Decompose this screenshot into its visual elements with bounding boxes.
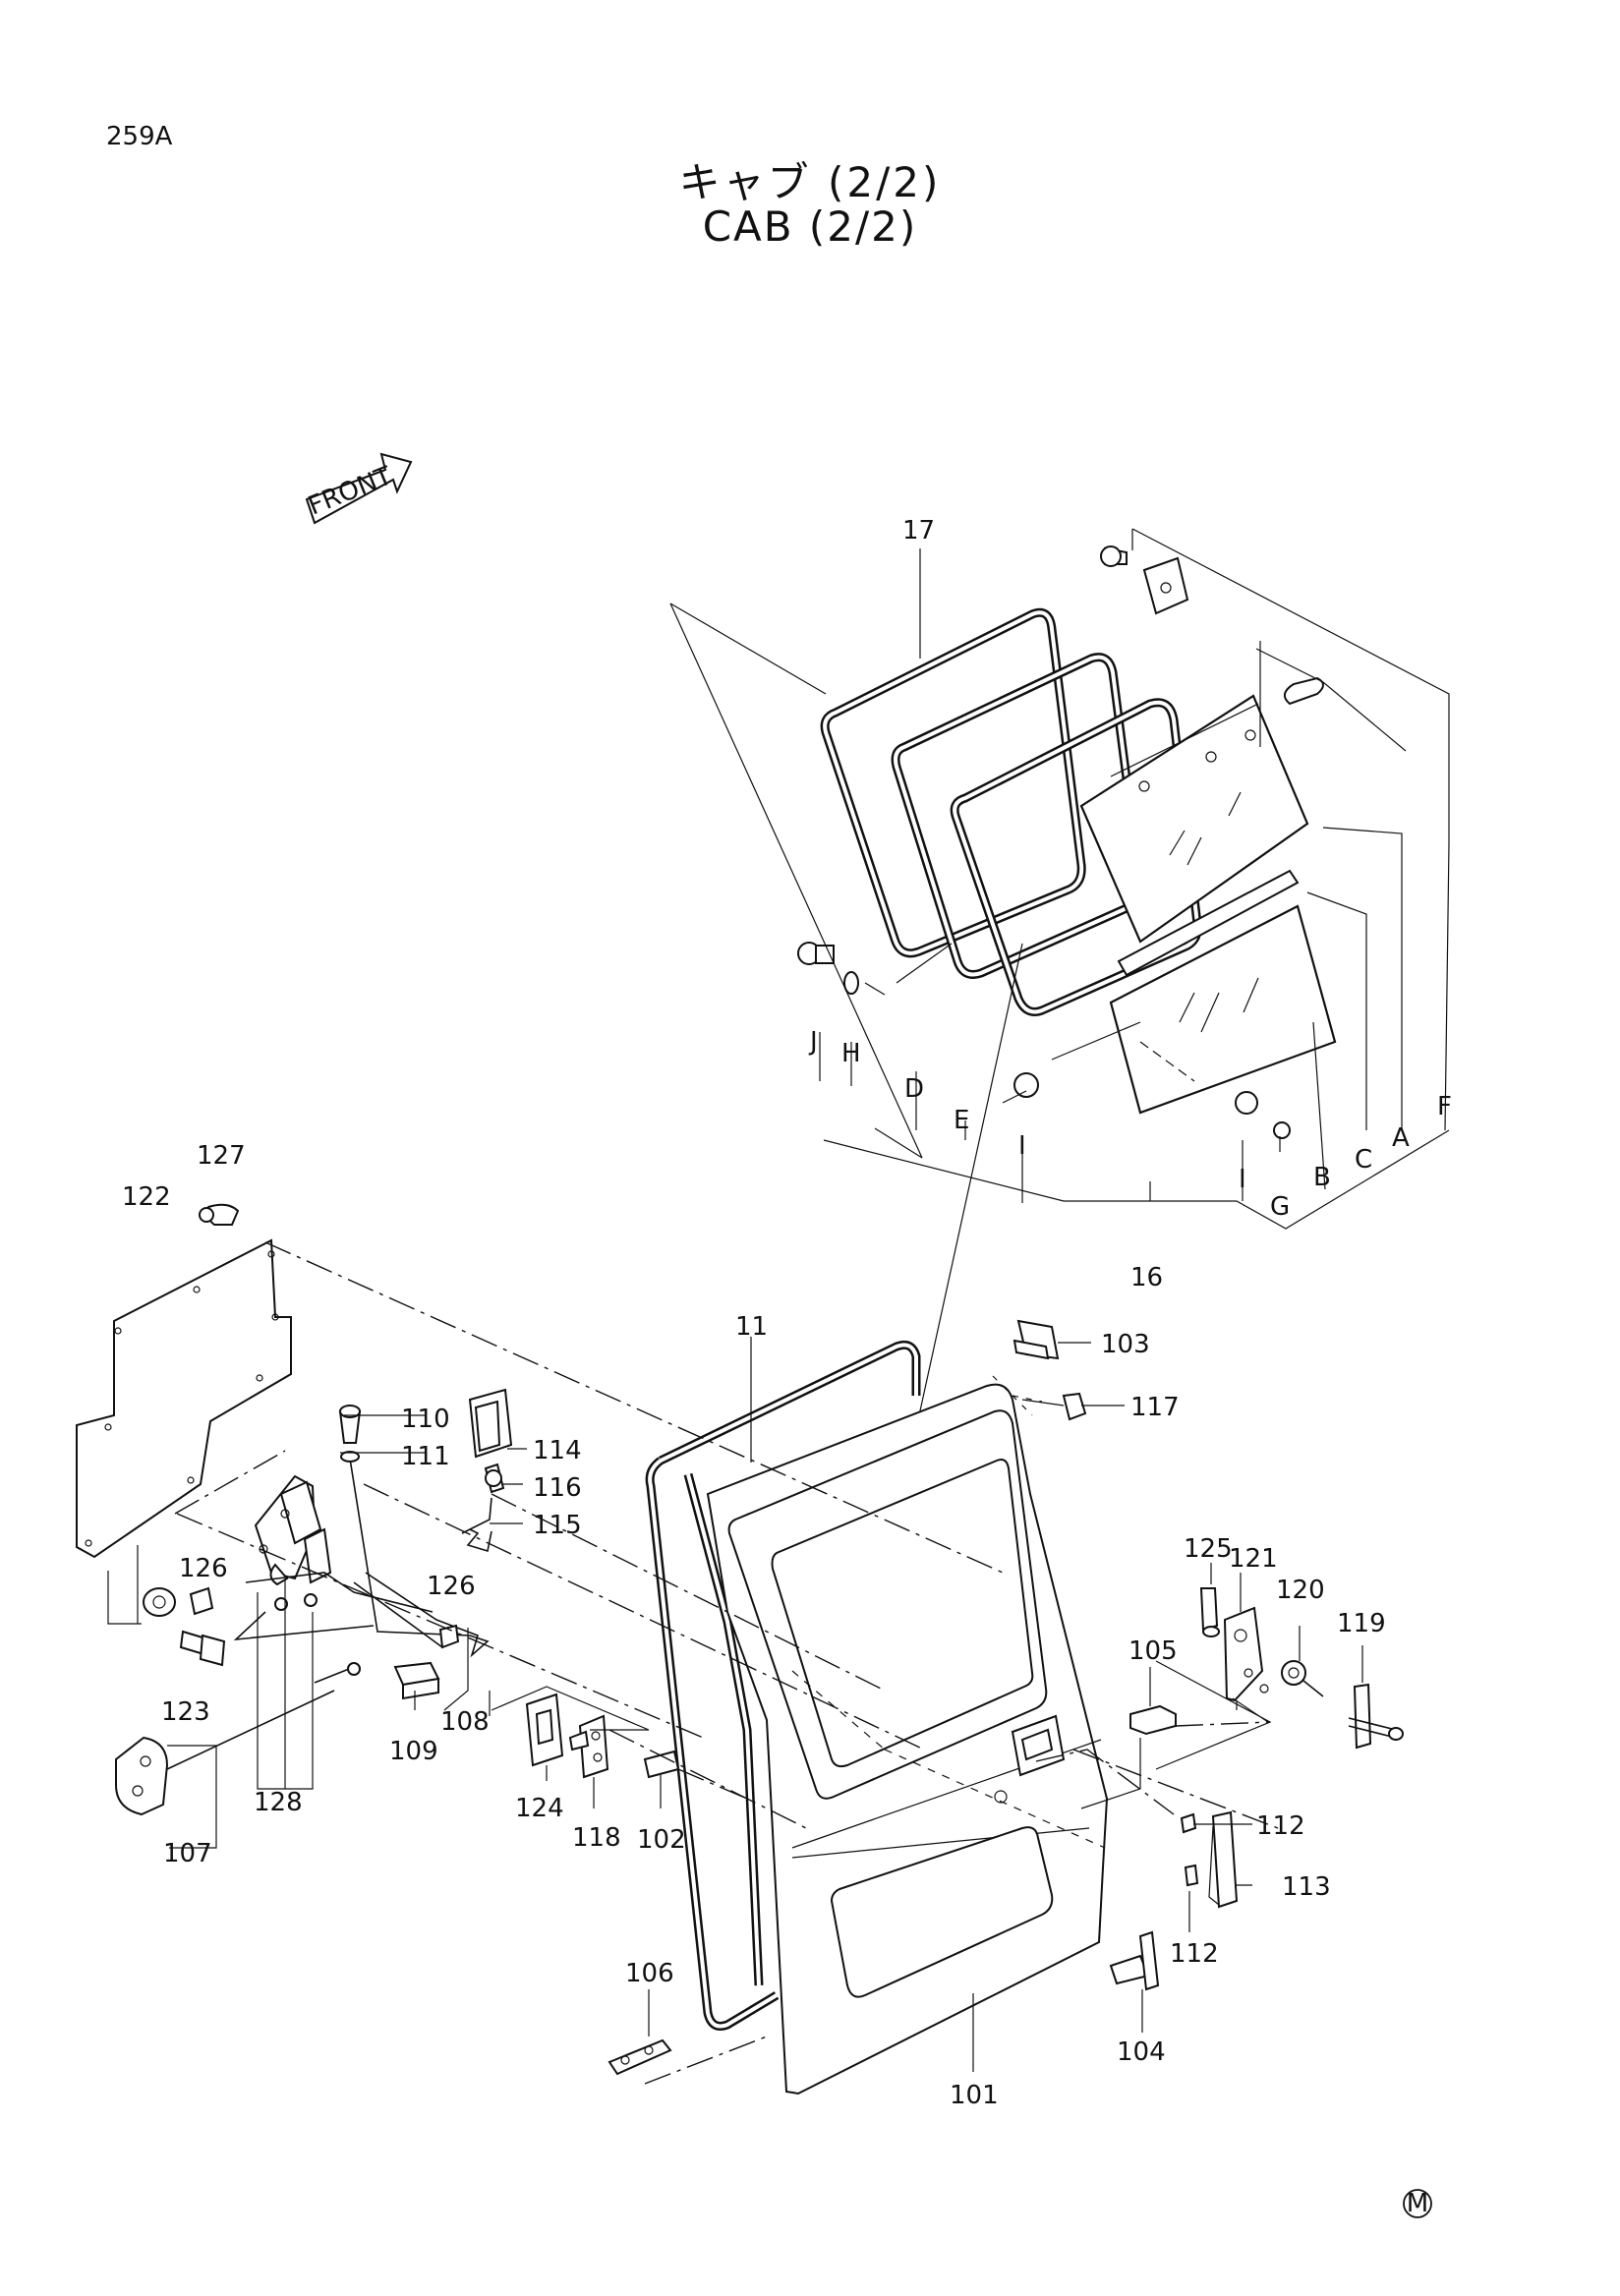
callout-11: 11 (735, 1312, 768, 1342)
cover-plate (76, 1203, 292, 1559)
callout-116: 116 (533, 1473, 582, 1503)
callout-119: 119 (1337, 1609, 1386, 1638)
manufacturer-mark-icon: M (1403, 2189, 1432, 2218)
callout-109: 109 (389, 1737, 438, 1766)
callout-G: G (1270, 1192, 1290, 1222)
callout-D: D (904, 1074, 924, 1104)
callout-F: F (1437, 1092, 1452, 1121)
callout-B: B (1313, 1163, 1331, 1192)
callout-112-top: 112 (1256, 1811, 1305, 1841)
callout-110: 110 (401, 1405, 450, 1434)
callout-E: E (954, 1106, 969, 1135)
callout-16: 16 (1130, 1263, 1163, 1292)
callout-114: 114 (533, 1436, 582, 1465)
callout-103: 103 (1101, 1330, 1150, 1359)
callout-105: 105 (1128, 1636, 1178, 1666)
callout-J: J (808, 1027, 818, 1057)
callout-104: 104 (1117, 2038, 1166, 2067)
door-panel (645, 1340, 1109, 2095)
callout-121: 121 (1229, 1544, 1278, 1574)
callout-123: 123 (161, 1697, 210, 1727)
callout-115: 115 (533, 1511, 582, 1540)
callout-126-left: 126 (179, 1554, 228, 1583)
door-hardware-right (608, 1319, 1404, 2076)
callout-122: 122 (122, 1182, 171, 1212)
front-arrow-icon: FRONT (304, 452, 413, 525)
page-code: 259A (106, 122, 173, 151)
callout-107: 107 (163, 1839, 212, 1868)
callout-126-right: 126 (427, 1572, 476, 1601)
callout-120: 120 (1276, 1576, 1325, 1605)
callout-106: 106 (625, 1959, 674, 1988)
callout-112-bottom: 112 (1170, 1939, 1219, 1969)
callout-111: 111 (401, 1442, 450, 1471)
callout-17: 17 (902, 516, 935, 545)
callout-118: 118 (572, 1823, 621, 1853)
callout-117: 117 (1130, 1393, 1180, 1422)
callout-113: 113 (1282, 1872, 1331, 1902)
callout-H: H (841, 1039, 861, 1068)
door-lock-mechanism (107, 1241, 1004, 2085)
callout-127: 127 (197, 1141, 246, 1171)
callout-125: 125 (1184, 1534, 1233, 1564)
callout-128: 128 (254, 1788, 303, 1817)
callout-102: 102 (637, 1825, 686, 1855)
callout-C: C (1355, 1145, 1372, 1175)
mark-letter: M (1407, 2189, 1428, 2218)
callout-labels: 17 16 11 A B C D E F G H I I J 101 102 1… (122, 516, 1452, 2110)
front-label: FRONT (304, 461, 396, 521)
callout-I-right: I (1239, 1165, 1246, 1194)
title-japanese: キャブ (2/2) (678, 158, 942, 206)
window-assembly (669, 528, 1450, 1574)
callout-101: 101 (950, 2081, 999, 2110)
callout-108: 108 (440, 1707, 490, 1737)
title-english: CAB (2/2) (702, 202, 918, 251)
callout-A: A (1392, 1123, 1410, 1153)
callout-I-left: I (1018, 1131, 1026, 1161)
callout-124: 124 (515, 1794, 564, 1823)
